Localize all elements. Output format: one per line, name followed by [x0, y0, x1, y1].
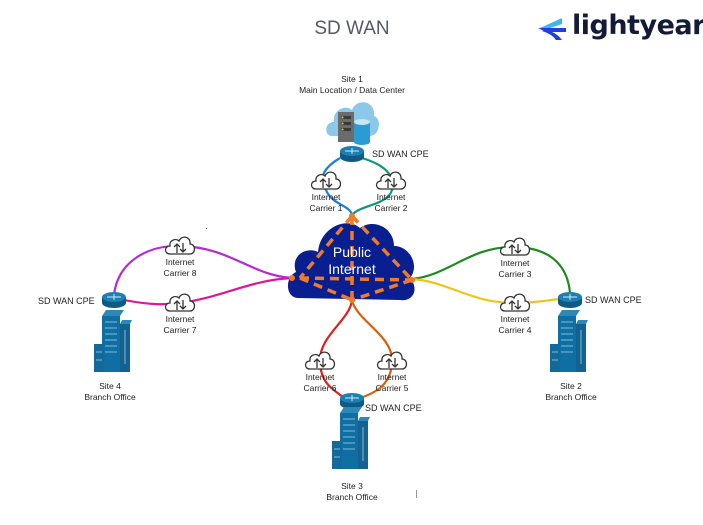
site2-cpe-router-icon	[558, 292, 582, 308]
internet-carrier-cloud-icon	[303, 349, 337, 371]
stray-dot	[206, 228, 207, 229]
carrier-label-line2: Carrier 8	[163, 267, 197, 278]
carrier-label-line2: Carrier 6	[303, 382, 337, 393]
site4-subtitle: Branch Office	[84, 391, 136, 402]
site1-subtitle: Main Location / Data Center	[299, 84, 405, 95]
link-carrier-4	[411, 277, 561, 305]
site3-label: Site 3 Branch Office	[312, 481, 392, 502]
carrier-label-line1: Internet	[305, 372, 335, 382]
hub-label-line1: Public	[332, 244, 372, 260]
site1-cpe-router-icon	[340, 146, 364, 162]
link-carrier-1	[321, 157, 354, 216]
site4-name: Site 4	[99, 381, 121, 391]
site2-name: Site 2	[560, 381, 582, 391]
carrier-label-line2: Carrier 2	[374, 202, 408, 213]
carrier-label-line1: Internet	[376, 192, 406, 202]
hub-label-line2: Internet	[328, 261, 376, 277]
site1-name: Site 1	[341, 74, 363, 84]
site3-name: Site 3	[341, 481, 363, 491]
site3-building-icon	[332, 407, 370, 469]
carrier-label-line1: Internet	[500, 314, 530, 324]
site2-building-icon	[550, 310, 588, 372]
site2-subtitle: Branch Office	[545, 391, 597, 402]
public-internet-cloud-icon	[287, 213, 415, 303]
internet-carrier-cloud-icon	[163, 234, 197, 256]
site3-subtitle: Branch Office	[326, 491, 378, 502]
site3-cpe-router-icon	[340, 393, 364, 409]
link-carrier-2	[351, 156, 394, 216]
carrier-label-line1: Internet	[165, 257, 195, 267]
site3-cpe-label: SD WAN CPE	[365, 403, 422, 413]
site1-cpe-label: SD WAN CPE	[372, 149, 429, 159]
carrier-label-line1: Internet	[165, 314, 195, 324]
link-carrier-7	[123, 276, 293, 306]
carrier-label-line1: Internet	[500, 258, 530, 268]
site4-cpe-label: SD WAN CPE	[38, 296, 95, 306]
internet-carrier-cloud-icon	[375, 349, 409, 371]
internet-carrier-cloud-icon	[498, 291, 532, 313]
carrier-label-line2: Carrier 1	[309, 202, 343, 213]
site1-label: Site 1 Main Location / Data Center	[290, 74, 414, 95]
carrier-label-line2: Carrier 3	[498, 268, 532, 279]
carrier-label-line2: Carrier 5	[375, 382, 409, 393]
hub-label: Public Internet	[312, 244, 392, 278]
carrier-label-line2: Carrier 7	[163, 324, 197, 335]
site4-building-icon	[94, 310, 132, 372]
site4-cpe-router-icon	[102, 292, 126, 308]
brand-name: lightyear	[572, 10, 703, 41]
carrier-label-line1: Internet	[377, 372, 407, 382]
internet-carrier-cloud-icon	[498, 235, 532, 257]
diagram-title: SD WAN	[314, 18, 390, 39]
data-center-icon	[326, 102, 379, 145]
divider	[416, 490, 417, 498]
lightyear-logo-icon	[538, 18, 566, 40]
internet-carrier-cloud-icon	[163, 291, 197, 313]
carrier-label-line1: Internet	[311, 192, 341, 202]
internet-carrier-cloud-icon	[309, 169, 343, 191]
carrier-label-line2: Carrier 4	[498, 324, 532, 335]
internet-carrier-cloud-icon	[374, 169, 408, 191]
site2-label: Site 2 Branch Office	[531, 381, 611, 402]
site2-cpe-label: SD WAN CPE	[585, 295, 642, 305]
site4-label: Site 4 Branch Office	[70, 381, 150, 402]
